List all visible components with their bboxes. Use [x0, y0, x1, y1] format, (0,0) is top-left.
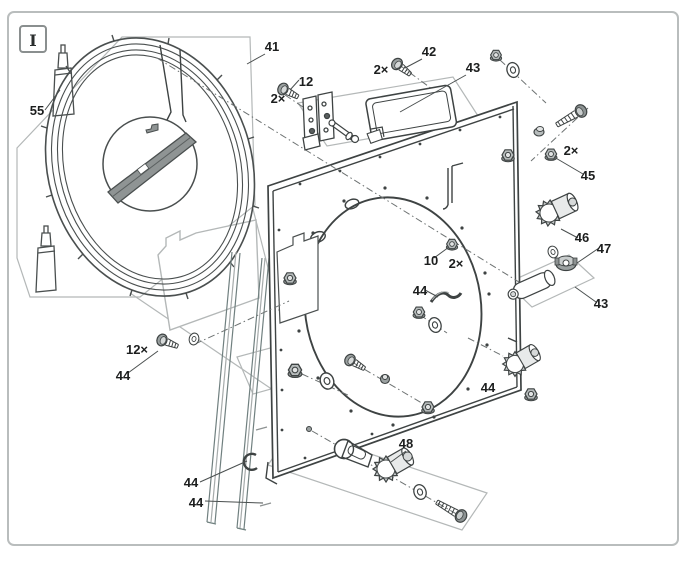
pin-48 [306, 426, 312, 432]
gear-right-bottom [497, 343, 541, 382]
clamp-47 [554, 255, 578, 272]
leader-lines [44, 53, 600, 504]
assembly-48 [306, 426, 470, 525]
callout-42-qty-label: 2× [374, 62, 389, 77]
callout-45-qty-label: 2× [564, 143, 579, 158]
keyhole-bracket-48 [333, 438, 373, 468]
callout-46-label: 46 [575, 230, 589, 245]
cover-43 [365, 84, 458, 144]
nut-plate-corner [524, 388, 538, 402]
plate-nut-right [501, 149, 515, 163]
callout-12-qty-label: 2× [271, 91, 286, 106]
gear-46 [531, 192, 579, 231]
callout-44-left-label: 44 [116, 368, 131, 383]
nut-top-right [489, 49, 503, 62]
plate-circle-opening [303, 196, 483, 418]
bracket-12 [302, 91, 335, 151]
plate-l-bracket [442, 162, 464, 210]
tube-55-second [35, 225, 57, 293]
callout-44-right-label: 44 [481, 380, 496, 395]
callout-47-label: 47 [597, 241, 611, 256]
nut-10 [445, 238, 459, 251]
flanged-nut-center [412, 306, 426, 320]
nut-45 [544, 148, 558, 162]
callout-10-label: 10 [424, 253, 438, 268]
plate-corner-foot [265, 461, 278, 485]
disc-41 [40, 34, 260, 300]
callout-10-qty-label: 2× [449, 256, 464, 271]
disc-rim-ticks [40, 34, 260, 300]
callout-43-top-label: 43 [466, 60, 480, 75]
callout-44-clip-label: 44 [413, 283, 428, 298]
section-marker-box: I [19, 25, 47, 53]
disc-scraper-tab [145, 123, 159, 134]
nut-circle-bottom [421, 401, 435, 415]
section-marker-label: I [29, 31, 36, 50]
plate-nut-left [283, 272, 297, 286]
callout-12-label: 12 [299, 74, 313, 89]
callout-44-bottom2-label: 44 [189, 495, 204, 510]
callout-48-label: 48 [399, 436, 413, 451]
callout-55-label: 55 [30, 103, 44, 118]
callout-12x-qty-label: 12× [126, 342, 148, 357]
right-cylinder-box [505, 254, 596, 308]
cylinder-43 [507, 269, 556, 300]
callout-labels: 55 41 12 2× 42 2× 43 2× 45 46 47 43 10 2… [30, 39, 611, 510]
disc-enclosure [16, 36, 256, 298]
side-strips [206, 251, 272, 531]
disc-funnel [159, 44, 172, 123]
callout-43-right-label: 43 [594, 296, 608, 311]
callout-41-label: 41 [265, 39, 279, 54]
callout-42-label: 42 [422, 44, 436, 59]
gear-48 [367, 447, 415, 488]
plate-pocket [276, 232, 319, 324]
link-rod [328, 119, 360, 144]
callout-44-bottom1-label: 44 [184, 475, 199, 490]
washer-small-circle [379, 373, 391, 385]
flange-45 [533, 126, 545, 137]
plate-oval-hole-1 [344, 198, 360, 210]
callout-45-label: 45 [581, 168, 595, 183]
flanged-nut-left-box [287, 363, 303, 379]
